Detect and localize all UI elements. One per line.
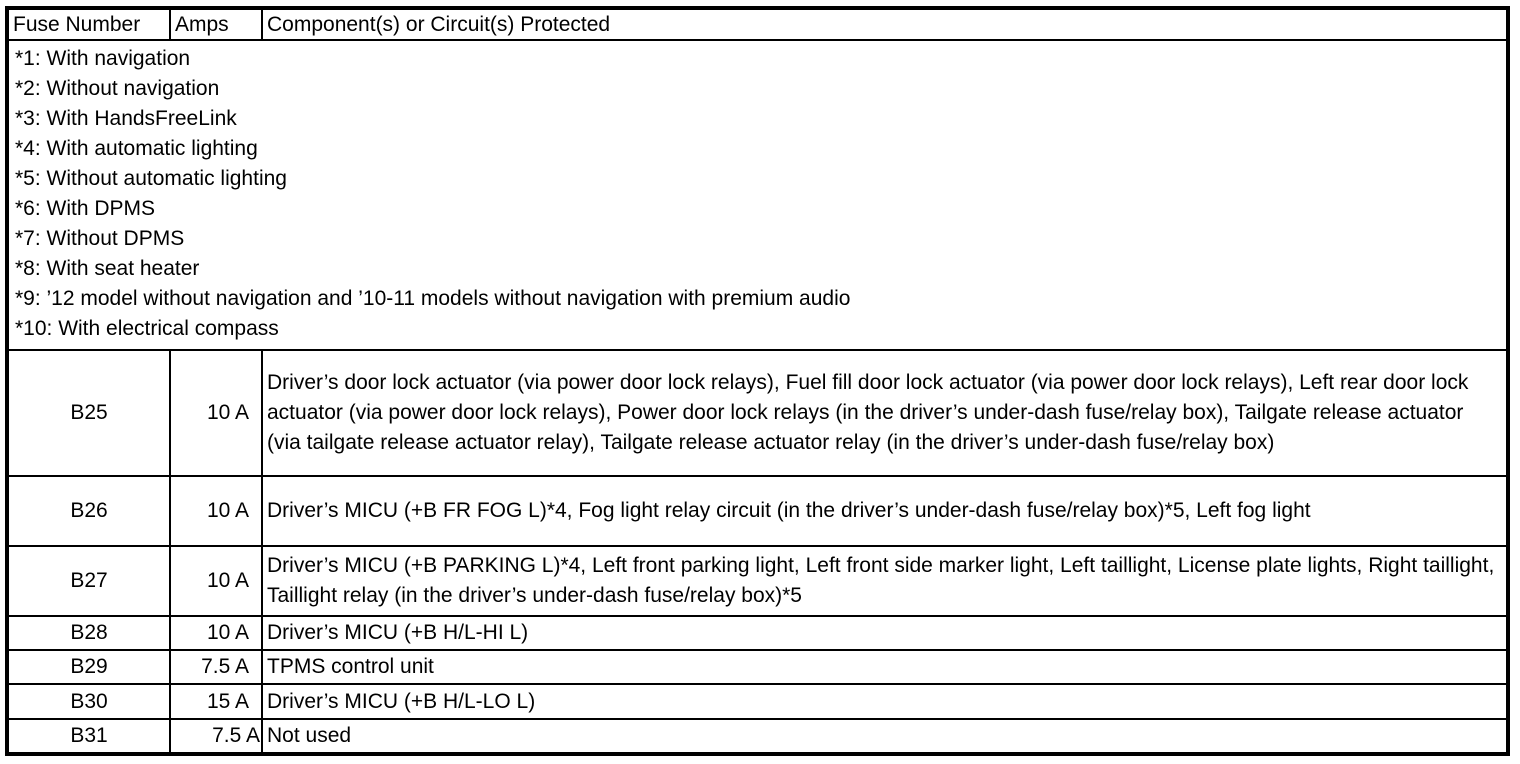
components-cell: Driver’s MICU (+B FR FOG L)*4, Fog light… bbox=[261, 475, 1509, 547]
footnote: *3: With HandsFreeLink bbox=[15, 107, 237, 130]
amps-cell: 10 A bbox=[169, 545, 263, 617]
components-cell: Driver’s MICU (+B H/L-HI L) bbox=[261, 615, 1509, 651]
fuse-number-cell: B29 bbox=[6, 649, 171, 685]
components-cell: Not used bbox=[261, 718, 1509, 755]
table-row: B28 10 A Driver’s MICU (+B H/L-HI L) bbox=[6, 615, 1509, 651]
table-row: B29 7.5 A TPMS control unit bbox=[6, 649, 1509, 685]
footnotes-row: *1: With navigation *2: Without navigati… bbox=[6, 39, 1509, 351]
table-row: B27 10 A Driver’s MICU (+B PARKING L)*4,… bbox=[6, 545, 1509, 617]
footnotes-cell: *1: With navigation *2: Without navigati… bbox=[6, 39, 1509, 351]
table-row: B26 10 A Driver’s MICU (+B FR FOG L)*4, … bbox=[6, 475, 1509, 547]
footnote: *6: With DPMS bbox=[15, 197, 156, 220]
col-header-amps: Amps bbox=[169, 7, 263, 41]
footnote: *2: Without navigation bbox=[15, 77, 220, 100]
amps-cell: 15 A bbox=[169, 683, 263, 720]
components-cell: Driver’s MICU (+B H/L-LO L) bbox=[261, 683, 1509, 720]
footnote: *1: With navigation bbox=[15, 47, 191, 70]
footnote: *5: Without automatic lighting bbox=[15, 167, 287, 190]
footnote: *8: With seat heater bbox=[15, 257, 200, 280]
amps-cell: 7.5 A bbox=[169, 649, 263, 685]
table-row: B31 7.5 A Not used bbox=[6, 718, 1509, 755]
fuse-number-cell: B30 bbox=[6, 683, 171, 720]
components-cell: Driver’s MICU (+B PARKING L)*4, Left fro… bbox=[261, 545, 1509, 617]
footnote: *9: ’12 model without navigation and ’10… bbox=[15, 287, 851, 310]
fuse-number-cell: B28 bbox=[6, 615, 171, 651]
fuse-table: Fuse Number Amps Component(s) or Circuit… bbox=[5, 6, 1510, 756]
fuse-number-cell: B26 bbox=[6, 475, 171, 547]
amps-cell: 10 A bbox=[169, 475, 263, 547]
amps-cell: 7.5 A bbox=[169, 718, 263, 755]
header-row: Fuse Number Amps Component(s) or Circuit… bbox=[6, 7, 1509, 41]
col-header-components-protected: Component(s) or Circuit(s) Protected bbox=[261, 7, 1509, 41]
amps-cell: 10 A bbox=[169, 349, 263, 477]
footnote: *10: With electrical compass bbox=[15, 317, 279, 340]
footnote: *7: Without DPMS bbox=[15, 227, 185, 250]
col-header-fuse-number: Fuse Number bbox=[6, 7, 171, 41]
table-row: B25 10 A Driver’s door lock actuator (vi… bbox=[6, 349, 1509, 477]
amps-cell: 10 A bbox=[169, 615, 263, 651]
components-cell: TPMS control unit bbox=[261, 649, 1509, 685]
components-cell: Driver’s door lock actuator (via power d… bbox=[261, 349, 1509, 477]
fuse-number-cell: B31 bbox=[6, 718, 171, 755]
fuse-number-cell: B27 bbox=[6, 545, 171, 617]
table-row: B30 15 A Driver’s MICU (+B H/L-LO L) bbox=[6, 683, 1509, 720]
fuse-number-cell: B25 bbox=[6, 349, 171, 477]
footnote: *4: With automatic lighting bbox=[15, 137, 258, 160]
